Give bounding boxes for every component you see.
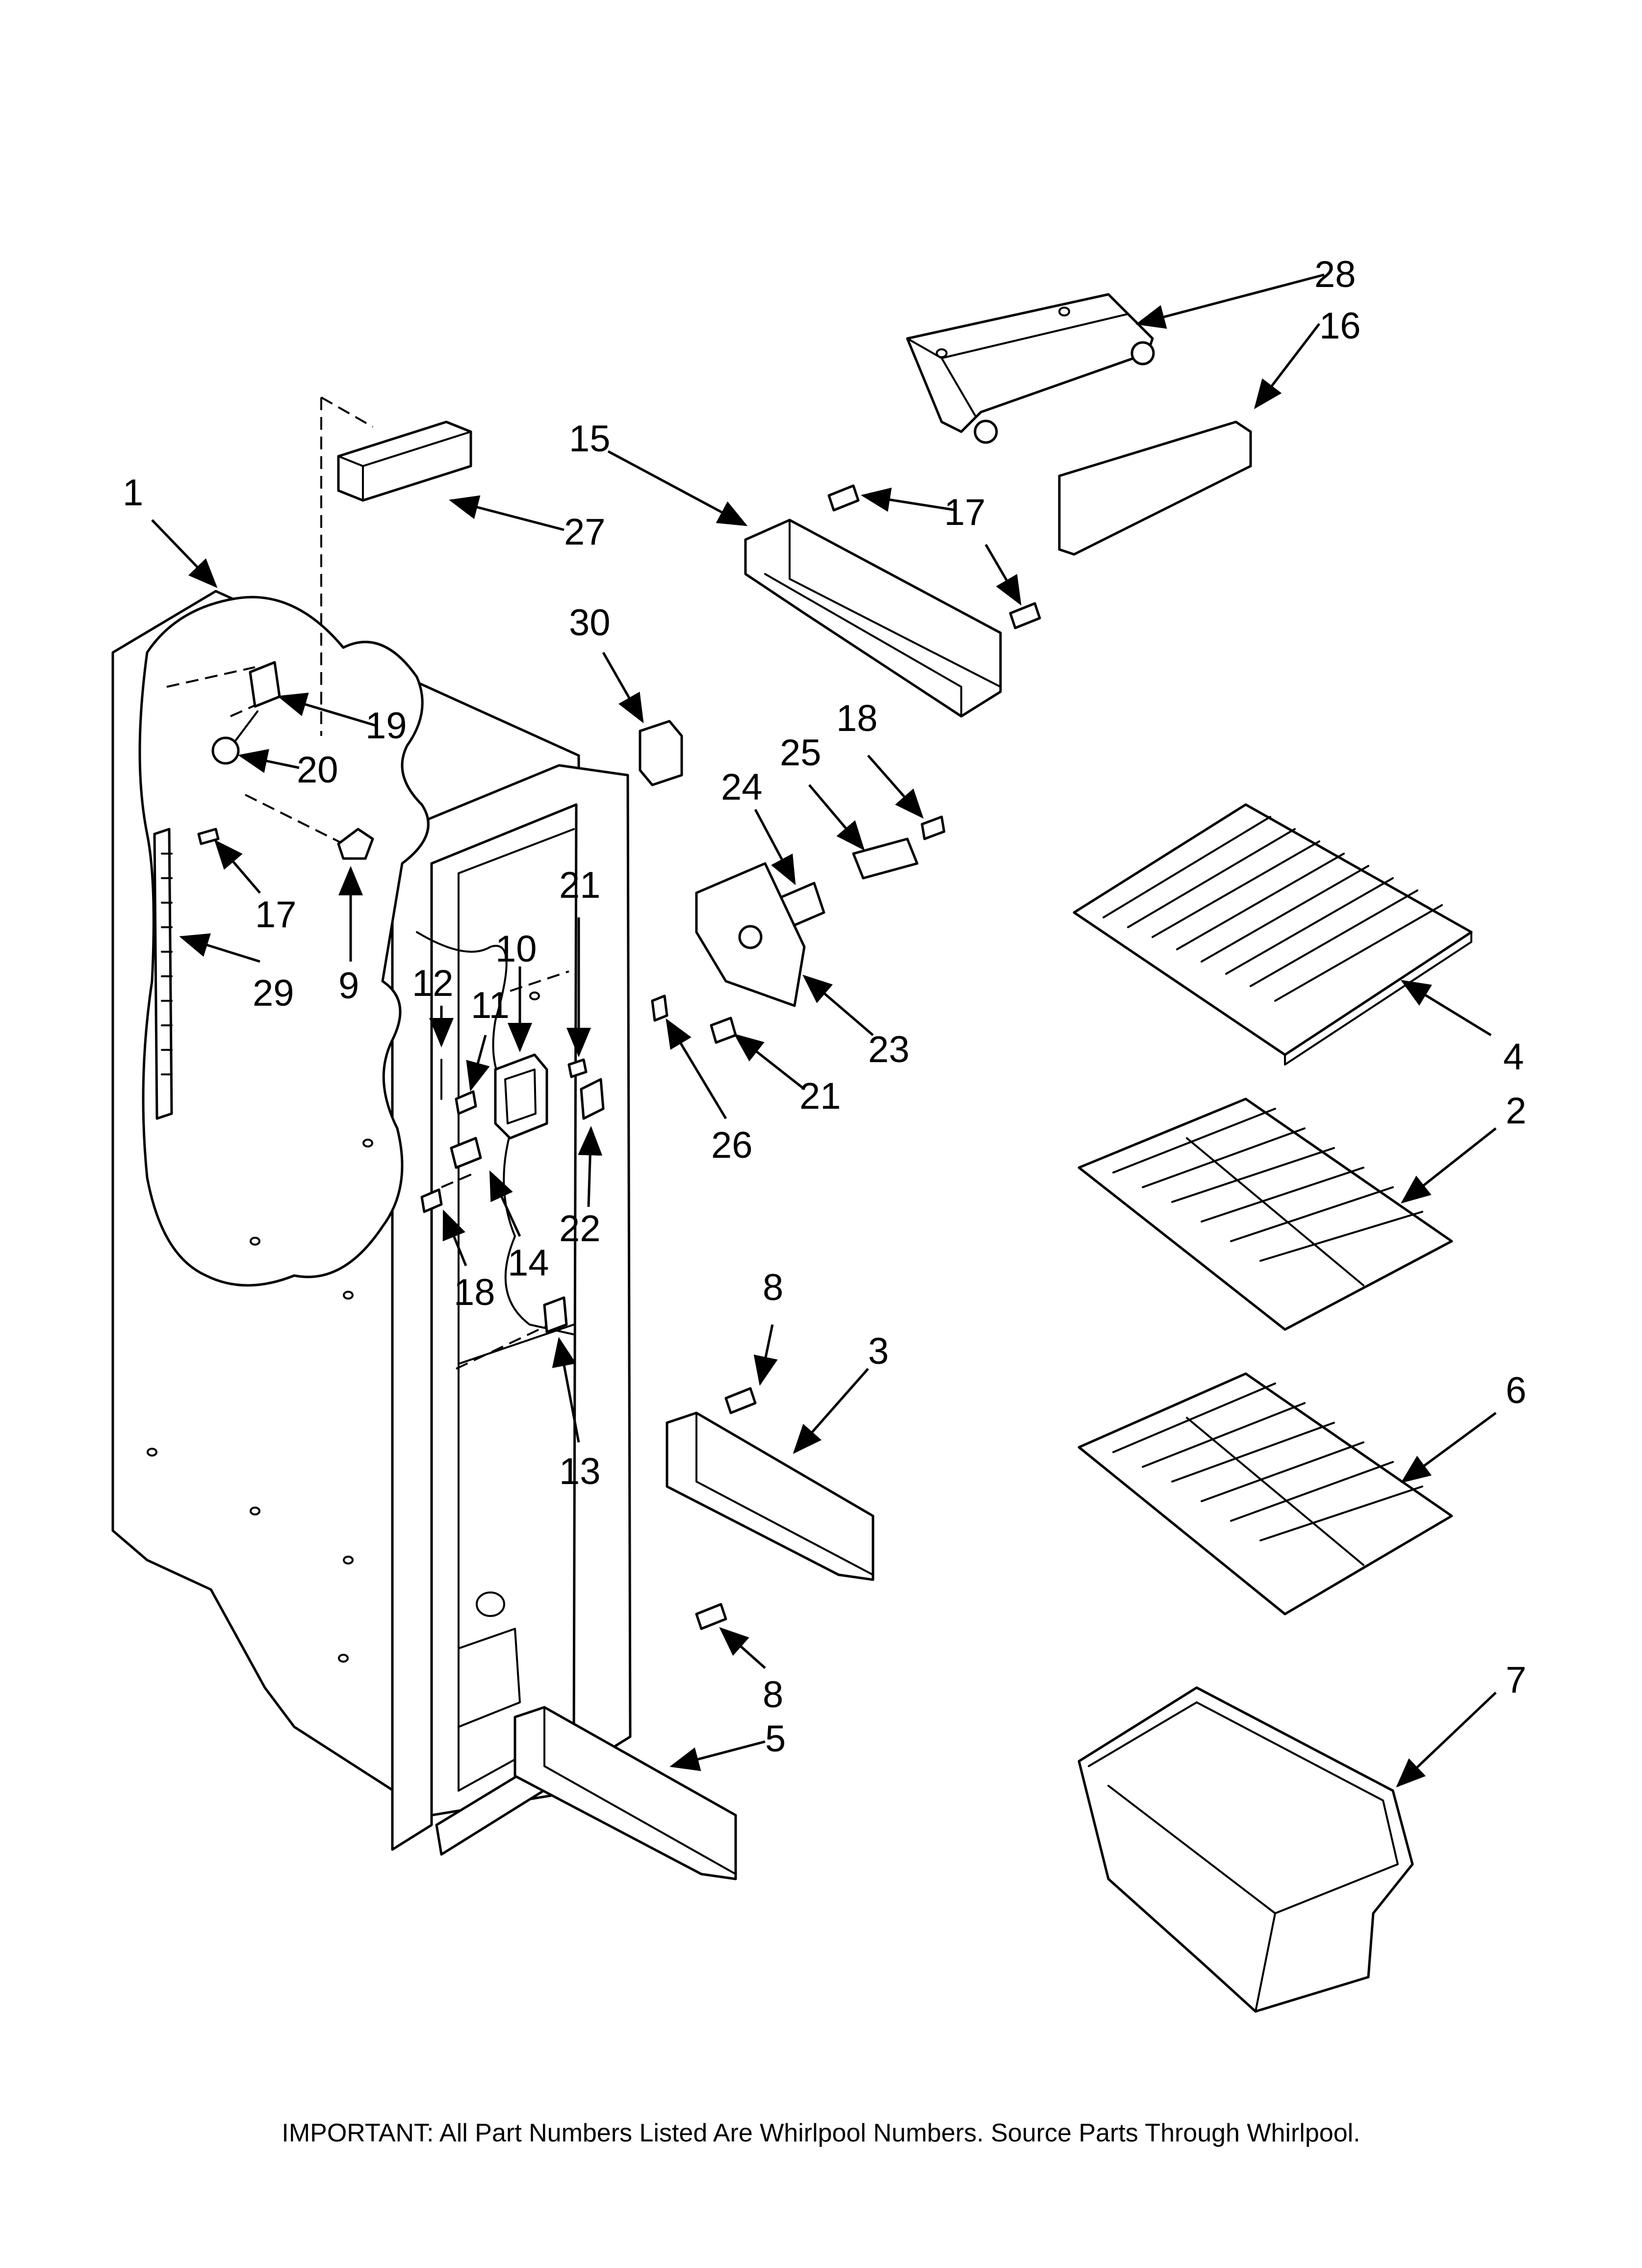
callout-14: 14 bbox=[508, 1242, 549, 1284]
callout-8b: 8 bbox=[763, 1674, 783, 1716]
part-16-panel bbox=[1058, 420, 1252, 556]
callout-17b: 17 bbox=[255, 894, 297, 936]
callout-3: 3 bbox=[868, 1330, 889, 1372]
part-13-switch bbox=[543, 1296, 568, 1333]
callout-29: 29 bbox=[253, 972, 294, 1014]
part-11-clip bbox=[455, 1090, 477, 1115]
callout-7: 7 bbox=[1506, 1659, 1526, 1701]
part-7-bin bbox=[1078, 1686, 1414, 2013]
part-18-screw-inner bbox=[420, 1188, 443, 1213]
callout-17a: 17 bbox=[944, 492, 986, 533]
part-22-clip bbox=[580, 1078, 605, 1120]
callout-27: 27 bbox=[564, 511, 606, 553]
callout-26: 26 bbox=[711, 1124, 753, 1166]
part-26-knob bbox=[651, 994, 668, 1022]
part-8-screw-b bbox=[695, 1603, 727, 1630]
callout-18b: 18 bbox=[454, 1272, 495, 1313]
callout-21b: 21 bbox=[799, 1075, 841, 1117]
part-14-board bbox=[450, 1137, 482, 1169]
part-17-screw-a bbox=[827, 484, 860, 512]
part-30-clip bbox=[639, 720, 683, 786]
part-29-rail bbox=[153, 828, 173, 1120]
part-10-housing bbox=[494, 1053, 548, 1140]
part-9-clip bbox=[337, 828, 374, 860]
callout-labels: 1 2 3 4 5 6 7 8 8 9 10 11 12 13 14 15 16… bbox=[123, 254, 1526, 1760]
callout-2: 2 bbox=[1506, 1090, 1526, 1132]
callout-15: 15 bbox=[569, 418, 611, 460]
part-23-housing bbox=[695, 862, 806, 1007]
part-8-screw-a bbox=[724, 1387, 757, 1414]
callout-16: 16 bbox=[1319, 305, 1361, 347]
callout-4: 4 bbox=[1503, 1036, 1524, 1078]
callout-24: 24 bbox=[721, 766, 763, 808]
callout-1: 1 bbox=[123, 472, 143, 514]
callout-19: 19 bbox=[365, 705, 407, 747]
part-21-screw-right bbox=[710, 1017, 737, 1044]
leader-lines bbox=[151, 273, 1497, 1788]
part-3-rail bbox=[666, 1411, 874, 1581]
callout-9: 9 bbox=[338, 965, 359, 1007]
part-2-shelf bbox=[1078, 1097, 1453, 1331]
part-15-housing bbox=[744, 519, 1002, 718]
part-5-rail bbox=[513, 1706, 737, 1880]
part-4-shelf bbox=[1073, 803, 1473, 1066]
callout-18a: 18 bbox=[836, 698, 878, 739]
part-17-screw-left bbox=[197, 828, 220, 845]
part-20-bulb bbox=[211, 710, 258, 765]
callout-13: 13 bbox=[559, 1451, 601, 1492]
part-25-board bbox=[852, 837, 919, 880]
callout-25: 25 bbox=[780, 732, 821, 774]
part-6-shelf bbox=[1078, 1372, 1453, 1616]
callout-28: 28 bbox=[1314, 254, 1356, 295]
callout-11: 11 bbox=[471, 985, 510, 1026]
part-18-screw-right bbox=[921, 815, 946, 840]
footer-note: IMPORTANT: All Part Numbers Listed Are W… bbox=[282, 2119, 1360, 2147]
callout-30: 30 bbox=[569, 602, 611, 644]
callout-10: 10 bbox=[495, 928, 537, 970]
callout-23: 23 bbox=[868, 1029, 910, 1070]
callout-8a: 8 bbox=[763, 1267, 783, 1308]
part-1-liner bbox=[111, 396, 632, 1856]
part-21-screw-inner bbox=[567, 1058, 588, 1078]
part-28-bracket bbox=[906, 293, 1155, 444]
callout-6: 6 bbox=[1506, 1370, 1526, 1411]
callout-20: 20 bbox=[297, 749, 338, 791]
callout-12: 12 bbox=[412, 963, 454, 1004]
callout-22: 22 bbox=[559, 1208, 601, 1250]
part-17-screw-b bbox=[1009, 602, 1041, 629]
callout-5: 5 bbox=[765, 1718, 786, 1760]
part-27-cover bbox=[337, 420, 472, 502]
callout-21a: 21 bbox=[559, 864, 601, 906]
